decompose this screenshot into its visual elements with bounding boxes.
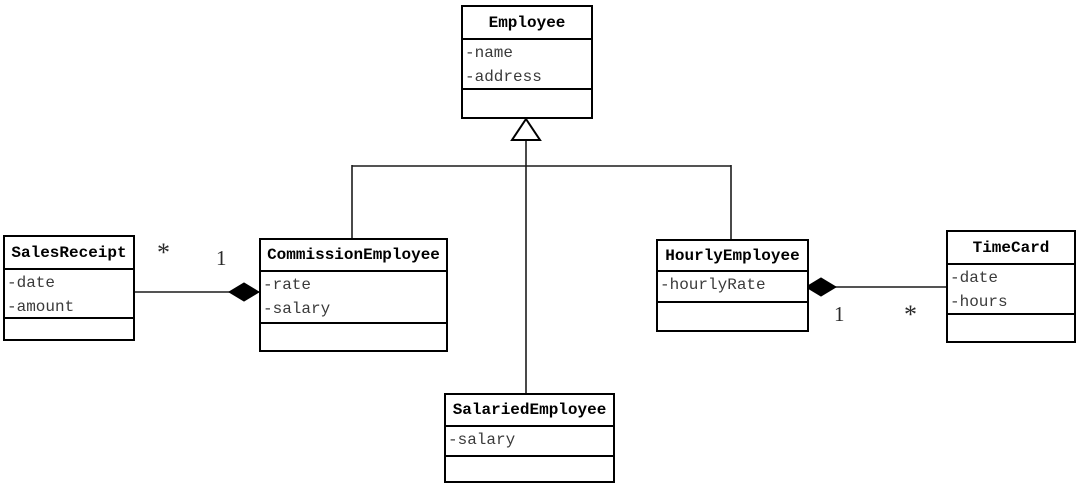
class-attributes: -date -amount bbox=[5, 270, 133, 319]
class-attributes: -date -hours bbox=[948, 265, 1074, 315]
class-attributes: -name -address bbox=[463, 40, 591, 90]
class-methods-empty bbox=[463, 90, 591, 117]
class-attribute: -hourlyRate bbox=[660, 276, 766, 294]
class-box-salesreceipt: SalesReceipt -date -amount bbox=[3, 235, 135, 341]
class-name: HourlyEmployee bbox=[658, 241, 807, 272]
composition-diamond-icon bbox=[805, 277, 837, 297]
multiplicity-label-hourlyemployee: 1 bbox=[834, 302, 845, 326]
class-box-hourlyemployee: HourlyEmployee -hourlyRate bbox=[656, 239, 809, 332]
class-name: CommissionEmployee bbox=[261, 240, 446, 272]
class-name: SalesReceipt bbox=[5, 237, 133, 270]
class-methods-empty bbox=[5, 319, 133, 339]
class-methods-empty bbox=[658, 303, 807, 330]
class-attribute: -amount bbox=[7, 298, 75, 316]
class-attribute: -salary bbox=[448, 431, 516, 449]
class-attribute: -date bbox=[7, 274, 56, 292]
class-name: TimeCard bbox=[948, 232, 1074, 265]
class-methods-empty bbox=[948, 315, 1074, 341]
class-name: Employee bbox=[463, 7, 591, 40]
class-methods-empty bbox=[446, 457, 613, 481]
class-box-salariedemployee: SalariedEmployee -salary bbox=[444, 393, 615, 483]
class-attributes: -salary bbox=[446, 427, 613, 457]
generalization-triangle-icon bbox=[510, 117, 542, 141]
class-name: SalariedEmployee bbox=[446, 395, 613, 427]
class-attribute: -name bbox=[465, 44, 514, 62]
class-attributes: -rate -salary bbox=[261, 272, 446, 324]
class-attributes: -hourlyRate bbox=[658, 272, 807, 303]
class-box-timecard: TimeCard -date -hours bbox=[946, 230, 1076, 343]
multiplicity-label-timecard: * bbox=[904, 300, 917, 329]
class-attribute: -address bbox=[465, 68, 542, 86]
class-attribute: -salary bbox=[263, 300, 331, 318]
multiplicity-label-commissionemployee: 1 bbox=[216, 246, 227, 270]
class-methods-empty bbox=[261, 324, 446, 350]
class-attribute: -rate bbox=[263, 276, 312, 294]
class-box-employee: Employee -name -address bbox=[461, 5, 593, 119]
class-attribute: -date bbox=[950, 269, 999, 287]
class-box-commissionemployee: CommissionEmployee -rate -salary bbox=[259, 238, 448, 352]
composition-diamond-icon bbox=[228, 282, 260, 302]
class-attribute: -hours bbox=[950, 293, 1008, 311]
multiplicity-label-salesreceipt: * bbox=[157, 238, 170, 267]
